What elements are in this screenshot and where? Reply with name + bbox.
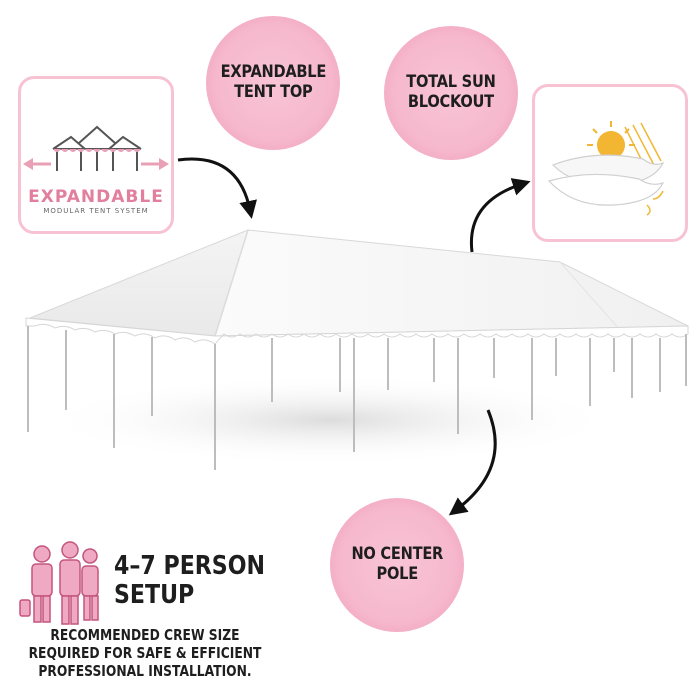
modular-tent-icon xyxy=(23,125,169,171)
crew-setup-description: RECOMMENDED CREW SIZE REQUIRED FOR SAFE … xyxy=(28,626,262,680)
expandable-card: EXPANDABLE MODULAR TENT SYSTEM xyxy=(18,76,174,234)
expandable-card-title: EXPANDABLE xyxy=(28,187,164,207)
feature-sun-blockout: TOTAL SUN BLOCKOUT xyxy=(384,26,518,160)
feature-expandable-top: EXPANDABLE TENT TOP xyxy=(206,16,340,150)
sun-blockout-card xyxy=(532,84,688,242)
feature-expandable-top-label: EXPANDABLE TENT TOP xyxy=(220,62,326,102)
crew-icon xyxy=(19,541,99,625)
expandable-card-subtitle: MODULAR TENT SYSTEM xyxy=(43,207,149,215)
feature-no-center-pole: NO CENTER POLE xyxy=(330,498,464,632)
sun-shield-icon xyxy=(547,121,665,216)
feature-sun-blockout-label: TOTAL SUN BLOCKOUT xyxy=(406,72,496,112)
crew-setup-title: 4–7 PERSON SETUP xyxy=(114,551,266,610)
feature-no-center-pole-label: NO CENTER POLE xyxy=(351,544,443,584)
